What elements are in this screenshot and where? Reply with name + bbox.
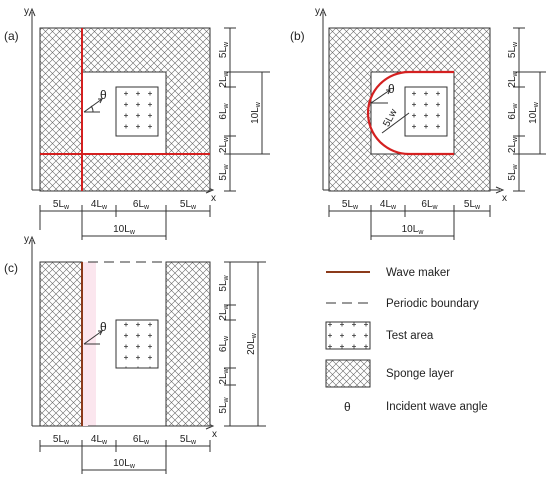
angle-arrow — [98, 98, 103, 104]
dim-label-horizontal: 5Lw — [342, 199, 359, 211]
x-axis-arrow — [495, 186, 505, 194]
angle-arrow — [98, 330, 103, 336]
dim-label-vertical: 2Lw — [218, 70, 230, 87]
angle-ray — [370, 89, 391, 104]
sponge-layer-right — [165, 261, 211, 427]
y-axis-arrow — [28, 7, 36, 17]
dim-label-horizontal: 4Lw — [380, 199, 397, 211]
dim-label-vertical: 5Lw — [218, 163, 230, 180]
x-axis-label: x — [211, 193, 216, 204]
legend-incident-angle-label: Incident wave angle — [386, 401, 488, 413]
angle-symbol: θ — [100, 320, 107, 334]
angle-arrow — [386, 89, 391, 95]
dim-label-vertical: 6Lw — [507, 102, 519, 119]
dim-label-horizontal-total: 10Lw — [113, 458, 136, 470]
test-area — [115, 86, 159, 137]
dim-label-horizontal-total: 10Lw — [402, 224, 425, 236]
dim-label-vertical: 5Lw — [218, 274, 230, 291]
dim-label-vertical: 6Lw — [218, 102, 230, 119]
legend-periodic-boundary-label: Periodic boundary — [386, 298, 479, 310]
dim-label-horizontal: 6Lw — [133, 199, 150, 211]
angle-symbol: θ — [100, 88, 107, 102]
dim-label-vertical: 5Lw — [218, 396, 230, 413]
dim-label-horizontal: 4Lw — [91, 199, 108, 211]
dim-label-horizontal: 5Lw — [180, 199, 197, 211]
dim-label-horizontal: 5Lw — [53, 434, 70, 446]
dim-label-horizontal: 4Lw — [91, 434, 108, 446]
legend: Wave maker Periodic boundary Test area S… — [325, 267, 488, 414]
dim-label-vertical-total: 10Lw — [528, 101, 540, 124]
angle-symbol: θ — [388, 82, 395, 96]
test-area — [404, 86, 448, 137]
dim-label-vertical: 2Lw — [218, 136, 230, 153]
legend-test-area-label: Test area — [386, 330, 434, 342]
dim-label-vertical: 6Lw — [218, 335, 230, 352]
y-axis-label: y — [24, 6, 29, 17]
dim-label-horizontal: 5Lw — [180, 434, 197, 446]
dim-label-vertical: 5Lw — [218, 41, 230, 58]
y-axis-label: y — [24, 234, 29, 245]
x-axis-label: x — [502, 193, 507, 204]
dim-label-horizontal: 6Lw — [421, 199, 438, 211]
x-axis-label: x — [212, 429, 217, 440]
dim-label-vertical: 5Lw — [507, 163, 519, 180]
dim-label-vertical: 2Lw — [507, 70, 519, 87]
dim-label-vertical-total: 20Lw — [246, 332, 258, 355]
panel-a: (a) y x θ — [4, 6, 270, 240]
dim-label-horizontal: 5Lw — [53, 199, 70, 211]
panel-a-label: (a) — [4, 29, 19, 43]
dim-label-vertical: 2Lw — [218, 367, 230, 384]
dim-label-horizontal-total: 10Lw — [113, 224, 136, 236]
test-area — [115, 319, 159, 369]
legend-sponge-layer-label: Sponge layer — [386, 368, 454, 380]
panel-b-label: (b) — [290, 29, 305, 43]
y-axis-arrow — [319, 7, 327, 17]
dim-label-horizontal: 5Lw — [464, 199, 481, 211]
dim-label-horizontal: 6Lw — [133, 434, 150, 446]
wave-maker-curved — [366, 70, 454, 156]
y-axis-label: y — [315, 6, 320, 17]
legend-incident-angle-symbol: θ — [344, 400, 351, 414]
angle-arc — [90, 105, 94, 113]
legend-test-area-swatch — [325, 321, 371, 350]
legend-sponge-layer-swatch — [325, 359, 371, 388]
angle-ray — [83, 330, 103, 345]
dim-label-vertical-total: 10Lw — [250, 101, 262, 124]
panel-b: (b) y x 5Lw θ — [290, 6, 546, 240]
legend-wave-maker-label: Wave maker — [386, 267, 450, 279]
dim-label-vertical: 5Lw — [507, 41, 519, 58]
sponge-layer-left — [39, 261, 83, 427]
radius-line — [381, 112, 410, 134]
y-axis-arrow — [28, 235, 36, 245]
dim-label-vertical: 2Lw — [507, 136, 519, 153]
panel-c-label: (c) — [4, 261, 18, 275]
panel-c: (c) y x θ — [4, 234, 266, 474]
angle-ray — [83, 98, 103, 113]
dim-label-vertical: 2Lw — [218, 303, 230, 320]
